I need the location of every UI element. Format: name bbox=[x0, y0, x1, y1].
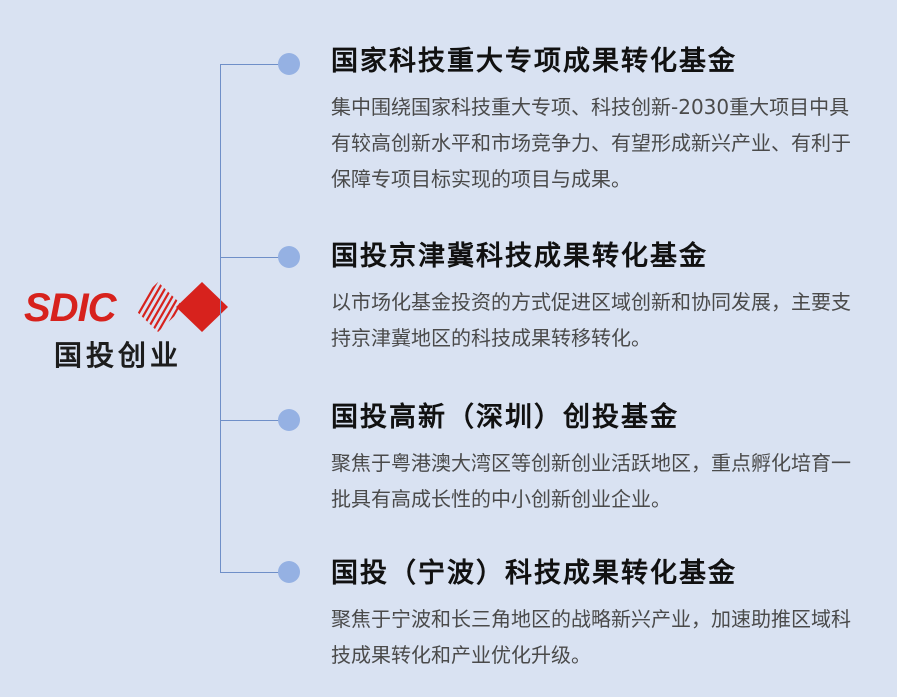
logo-diamond-icon bbox=[132, 282, 228, 332]
fund-item-2: 国投京津冀科技成果转化基金 以市场化基金投资的方式促进区域创新和协同发展，主要支… bbox=[331, 240, 871, 356]
branch-line-2 bbox=[220, 257, 286, 258]
fund-description: 集中围绕国家科技重大专项、科技创新-2030重大项目中具有较高创新水平和市场竞争… bbox=[331, 95, 851, 191]
bullet-dot-2 bbox=[278, 246, 300, 268]
fund-title: 国投（宁波）科技成果转化基金 bbox=[331, 558, 737, 589]
fund-item-4: 国投（宁波）科技成果转化基金 聚焦于宁波和长三角地区的战略新兴产业，加速助推区域… bbox=[331, 557, 871, 673]
fund-title: 国投高新（深圳）创投基金 bbox=[331, 402, 679, 433]
fund-title: 国投京津冀科技成果转化基金 bbox=[331, 241, 708, 272]
fund-title: 国家科技重大专项成果转化基金 bbox=[331, 46, 737, 77]
tree-trunk-line bbox=[220, 64, 221, 572]
bullet-dot-4 bbox=[278, 561, 300, 583]
fund-description: 以市场化基金投资的方式促进区域创新和协同发展，主要支持京津冀地区的科技成果转移转… bbox=[331, 290, 851, 350]
fund-item-3: 国投高新（深圳）创投基金 聚焦于粤港澳大湾区等创新创业活跃地区，重点孵化培育一批… bbox=[331, 401, 871, 517]
branch-line-4 bbox=[220, 572, 286, 573]
logo-text-cn: 国投创业 bbox=[54, 339, 183, 372]
sdic-logo: SDIC 国投创业 bbox=[24, 282, 228, 382]
fund-item-1: 国家科技重大专项成果转化基金 集中围绕国家科技重大专项、科技创新-2030重大项… bbox=[331, 45, 871, 197]
branch-line-3 bbox=[220, 420, 286, 421]
branch-line-1 bbox=[220, 64, 286, 65]
bullet-dot-3 bbox=[278, 409, 300, 431]
fund-description: 聚焦于粤港澳大湾区等创新创业活跃地区，重点孵化培育一批具有高成长性的中小创新创业… bbox=[331, 451, 851, 511]
fund-description: 聚焦于宁波和长三角地区的战略新兴产业，加速助推区域科技成果转化和产业优化升级。 bbox=[331, 607, 851, 667]
bullet-dot-1 bbox=[278, 53, 300, 75]
logo-text-en: SDIC bbox=[24, 286, 117, 330]
